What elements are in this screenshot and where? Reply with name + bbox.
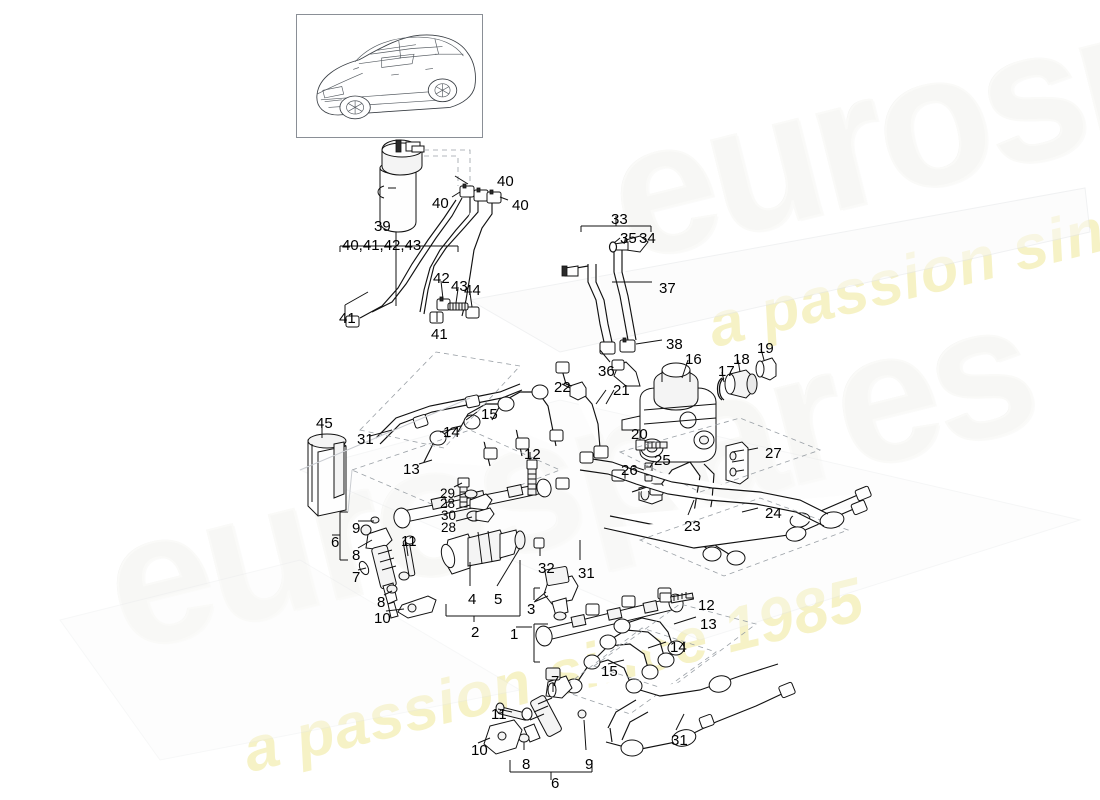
callout-39: 39 <box>374 218 391 235</box>
callout-7-b: 7 <box>551 673 560 690</box>
callout-9-a: 9 <box>352 520 361 537</box>
callout-21: 21 <box>613 382 630 399</box>
callout-37: 37 <box>659 280 676 297</box>
callout-38: 38 <box>666 336 683 353</box>
callout-28-a: 28 <box>440 496 456 511</box>
callout-45: 45 <box>316 415 333 432</box>
callout-8-c: 8 <box>522 756 531 773</box>
callout-31-c: 31 <box>671 732 688 749</box>
callout-17: 17 <box>718 363 735 380</box>
callout-34: 34 <box>639 230 656 247</box>
leader-lines <box>321 348 765 751</box>
callout-16: 16 <box>685 351 702 368</box>
line-21 <box>555 361 609 459</box>
callout-44: 44 <box>464 282 481 299</box>
callout-15-b: 15 <box>601 663 618 680</box>
callout-12-b: 12 <box>698 597 715 614</box>
callout-32: 32 <box>538 560 555 577</box>
injector-bottom <box>483 667 587 755</box>
callout-26: 26 <box>621 462 638 479</box>
callout-24: 24 <box>765 505 782 522</box>
callout-11-a: 11 <box>401 533 417 550</box>
line-31-bottom <box>605 663 796 757</box>
callout-18: 18 <box>733 351 750 368</box>
fuel-filter-assembly <box>377 139 425 233</box>
callout-40-b: 40 <box>432 195 449 212</box>
callout-30: 30 <box>441 508 457 523</box>
callout-12-a: 12 <box>524 446 541 463</box>
callout-4: 4 <box>468 591 477 608</box>
callout-19: 19 <box>757 340 774 357</box>
callout-36: 36 <box>598 363 615 380</box>
callout-11-b: 11 <box>491 706 507 723</box>
callout-5: 5 <box>494 591 503 608</box>
callout-7-a: 7 <box>352 569 361 586</box>
callout-2: 2 <box>471 624 480 641</box>
callout-31-b: 31 <box>578 565 595 582</box>
callout-41-b: 41 <box>431 326 448 343</box>
callout-14-b: 14 <box>670 639 687 656</box>
injector-hardware-28-30 <box>457 477 495 523</box>
callout-14-a: 14 <box>443 424 460 441</box>
callout-42: 42 <box>433 270 450 287</box>
callout-40-c: 40 <box>512 197 529 214</box>
callout-40-a: 40 <box>497 173 514 190</box>
callout-13-b: 13 <box>700 616 717 633</box>
injector-4 <box>440 529 526 575</box>
callout-13-a: 13 <box>403 461 420 478</box>
callout-6-b: 6 <box>551 775 560 792</box>
callout-31-a: 31 <box>357 431 374 448</box>
injector-11-left <box>358 516 437 619</box>
callout-27: 27 <box>765 445 782 462</box>
callout-35: 35 <box>620 230 637 247</box>
lower-fuel-lines <box>565 592 694 694</box>
callout-29: 29 <box>440 486 456 501</box>
callout-1: 1 <box>510 626 519 643</box>
callout-8-b: 8 <box>377 594 386 611</box>
callout-33: 33 <box>611 211 628 228</box>
fuel-hose-bundle <box>345 183 502 328</box>
callout-15-a: 15 <box>481 406 498 423</box>
vent-hose-group <box>561 235 649 355</box>
cap-45 <box>307 433 347 517</box>
line-31-right <box>579 451 845 529</box>
callout-3: 3 <box>527 601 536 618</box>
callout-9-b: 9 <box>585 756 594 773</box>
callout-43: 43 <box>451 278 468 295</box>
callout-8-a: 8 <box>352 547 361 564</box>
callout-6-a: 6 <box>331 534 340 551</box>
bracket-27 <box>725 441 749 485</box>
callout-10-b: 10 <box>471 742 488 759</box>
callout-20: 20 <box>631 426 648 443</box>
callout-41-a: 41 <box>339 310 356 327</box>
callout-group-40-43: 40,41,42,43 <box>342 237 422 254</box>
callout-23: 23 <box>684 518 701 535</box>
callout-22: 22 <box>554 379 571 396</box>
upper-fuel-lines <box>375 383 564 467</box>
callout-10-a: 10 <box>374 610 391 627</box>
pump-hardware <box>716 357 777 401</box>
callout-25: 25 <box>654 452 671 469</box>
fuel-rail-lower <box>535 566 684 647</box>
callout-28-b: 28 <box>441 520 457 535</box>
